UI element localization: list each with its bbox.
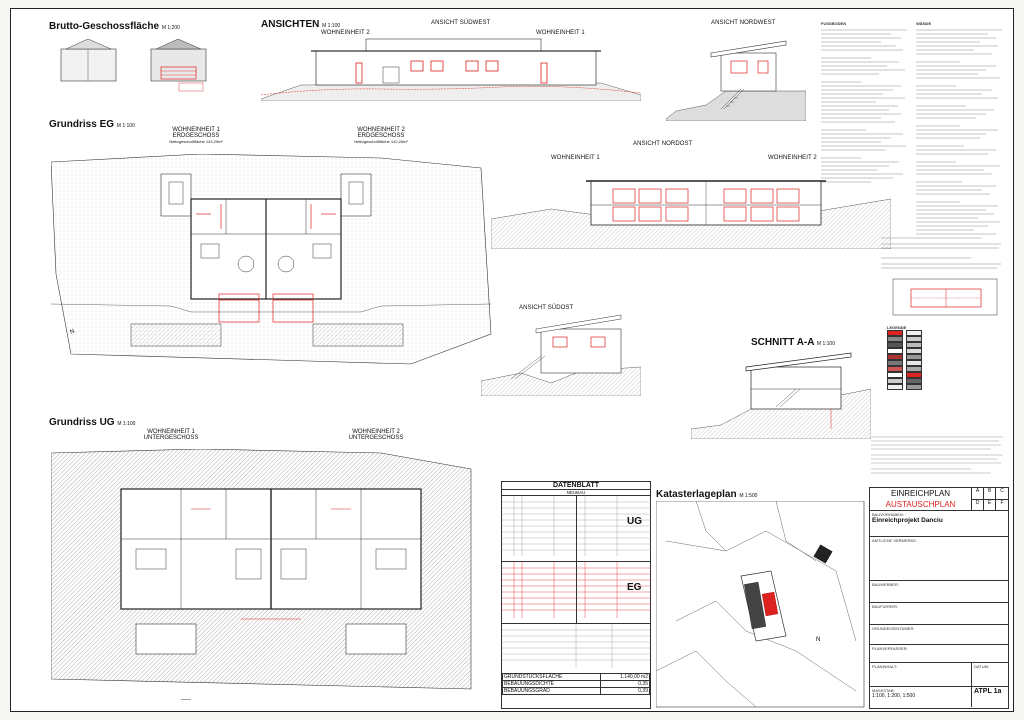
view-label-suedost: ANSICHT SÜDOST bbox=[519, 305, 574, 311]
grid-d: D bbox=[972, 499, 984, 510]
cadastral-plan: N bbox=[656, 501, 865, 708]
plan-sheet: Brutto-Geschossfläche M 1:200 ANSICHTEN … bbox=[10, 8, 1014, 712]
datum-label: DATUM: bbox=[974, 664, 990, 669]
view-label-nordwest: ANSICHT NORDWEST bbox=[711, 20, 776, 26]
floorplan-eg: N bbox=[51, 154, 492, 365]
austauschplan-label: AUSTAUSCHPLAN bbox=[885, 500, 956, 509]
elevation-suedwest bbox=[261, 38, 641, 101]
nordost-we1-label: WOHNEINHEIT 1 bbox=[551, 155, 600, 161]
bauwerber-label: BAUWERBER: bbox=[872, 582, 899, 587]
planverfasser-label: PLANVERFASSER: bbox=[872, 646, 908, 651]
massstab-label: MASSSTAB: bbox=[872, 688, 895, 693]
ansichten-title: ANSICHTEN M 1:100 bbox=[261, 19, 341, 30]
legend: LEGENDE bbox=[887, 325, 1007, 390]
planinhalt-label: PLANINHALT: bbox=[872, 664, 898, 669]
datenblatt-eg-label: EG bbox=[627, 582, 642, 593]
grid-f: F bbox=[1000, 499, 1004, 506]
bauvorhaben-label: BAUVORHABEN: bbox=[872, 512, 904, 517]
title-block: EINREICHPLAN AUSTAUSCHPLAN A B C D E F B… bbox=[869, 487, 1009, 709]
svg-text:N: N bbox=[69, 329, 75, 336]
view-label-nordost: ANSICHT NORDOST bbox=[633, 141, 693, 147]
grid-b: B bbox=[984, 488, 996, 500]
grundriss-ug-title: Grundriss UG M 1:100 bbox=[49, 417, 136, 428]
spec-column-left: FUSSBODEN bbox=[821, 21, 907, 183]
einreichplan-label: EINREICHPLAN bbox=[890, 489, 951, 498]
project-name: Einreichprojekt Danciu bbox=[872, 517, 943, 524]
svg-text:N: N bbox=[816, 637, 820, 643]
spec-column-right: WÄNDE bbox=[916, 21, 1002, 235]
gelaende-notes bbox=[881, 234, 1006, 279]
elevation-nordost bbox=[491, 180, 891, 249]
schnitt-title: SCHNITT A-A M 1:100 bbox=[751, 337, 835, 348]
floorplan-ug: —— bbox=[51, 449, 472, 703]
nordost-we2-label: WOHNEINHEIT 2 bbox=[768, 155, 817, 161]
suedwest-we1-label: WOHNEINHEIT 1 bbox=[536, 30, 585, 36]
svg-text:——: —— bbox=[181, 697, 191, 703]
plan-number: ATPL 1a bbox=[974, 688, 1002, 695]
brutto-title: Brutto-Geschossfläche M 1:200 bbox=[49, 21, 180, 32]
view-label-suedwest: ANSICHT SÜDWEST bbox=[431, 20, 491, 26]
datenblatt-ug-label: UG bbox=[627, 516, 642, 527]
notes-block bbox=[871, 434, 1006, 484]
massstab-value: 1:100, 1:200, 1:500 bbox=[872, 693, 916, 699]
suedwest-we2-label: WOHNEINHEIT 2 bbox=[321, 30, 370, 36]
kataster-title: Katasterlageplan M 1:500 bbox=[656, 489, 758, 500]
amtliche-vermerke-label: AMTLICHE VERMERKE: bbox=[872, 538, 917, 543]
brutto-drawings bbox=[60, 39, 207, 92]
grid-c: C bbox=[996, 488, 1008, 500]
grid-e: E bbox=[984, 499, 996, 510]
small-site-plan bbox=[892, 278, 998, 316]
elevation-nordwest bbox=[666, 40, 806, 121]
grid-a: A bbox=[972, 488, 984, 500]
elevation-suedost bbox=[481, 314, 641, 396]
baufuehrer-label: BAUFÜHRER: bbox=[872, 604, 899, 609]
grundriss-eg-title: Grundriss EG M 1:100 bbox=[49, 119, 135, 130]
datenblatt: DATENBLATT NEUBAU UG bbox=[501, 481, 651, 709]
grundeigentuemer-label: GRUNDEIGENTÜMER: bbox=[872, 626, 915, 631]
section-aa bbox=[691, 352, 871, 439]
